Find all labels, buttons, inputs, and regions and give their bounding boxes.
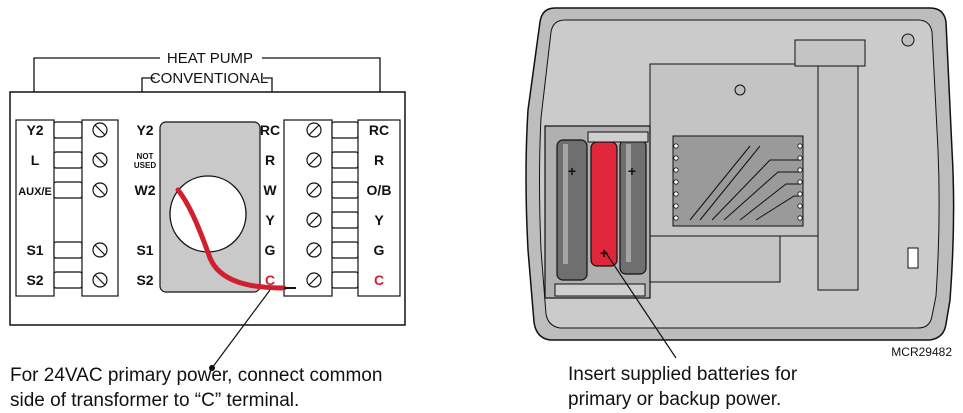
right-screw-strip (283, 119, 333, 297)
lower-panel (649, 235, 781, 283)
common-wire (175, 187, 287, 291)
side-rail (817, 49, 859, 291)
c-terminal-pointer (211, 289, 271, 369)
battery-middle-plus: + (600, 245, 608, 261)
mid-label-s2: S2 (136, 272, 153, 288)
side-latch (907, 247, 919, 269)
terminal-label-y2: Y2 (26, 122, 43, 138)
conv-label-r: R (265, 152, 275, 168)
hp-label-y: Y (374, 212, 384, 228)
battery-pointer (603, 249, 677, 359)
mid-label-s1: S1 (136, 242, 153, 258)
hp-label-o-b: O/B (367, 182, 392, 198)
connector-pins (673, 143, 803, 221)
left-terminal-tabs (53, 121, 83, 289)
battery-left-highlight (563, 144, 568, 264)
battery-diagram: + + + MCR29482 Insert supplied batteries… (525, 7, 955, 410)
hp-label-rc: RC (369, 122, 389, 138)
left-screw-strip (81, 119, 119, 297)
terminal-label-s1: S1 (26, 242, 43, 258)
battery-right (619, 139, 647, 275)
conv-label-w: W (263, 182, 277, 198)
terminal-label-l: L (31, 152, 40, 168)
connector-traces (689, 145, 800, 221)
terminal-label-aux-e: AUX/E (18, 186, 52, 198)
mounting-hole (734, 84, 746, 96)
conv-label-rc: RC (260, 122, 280, 138)
corner-screw (901, 33, 915, 47)
right-screws (306, 122, 322, 288)
not-used-label-2: USED (134, 161, 156, 170)
conv-label-g: G (265, 242, 276, 258)
wire-hole (169, 175, 247, 253)
battery-clips (554, 131, 649, 297)
connector-board (672, 135, 804, 227)
right-terminal-tabs (331, 121, 359, 289)
heat-pump-bracket (33, 57, 381, 104)
wiring-caption-line2: side of transformer to “C” terminal. (10, 390, 299, 411)
battery-left-plus: + (568, 163, 576, 179)
mid-label-y2: Y2 (136, 122, 153, 138)
figure-code: MCR29482 (891, 345, 952, 359)
hp-label-r: R (374, 152, 384, 168)
hp-label-g: G (374, 242, 385, 258)
battery-right-plus: + (628, 163, 636, 179)
conv-label-c: C (265, 272, 275, 288)
mid-label-w2: W2 (135, 182, 156, 198)
pointer-dot (209, 365, 215, 371)
battery-right-highlight (626, 144, 631, 262)
right-label-strip (357, 119, 401, 297)
battery-caption-line1: Insert supplied batteries for (568, 364, 798, 385)
terminal-label-s2: S2 (26, 272, 43, 288)
battery-left (556, 139, 588, 281)
conv-label-y: Y (265, 212, 275, 228)
battery-caption-line2: primary or backup power. (568, 389, 781, 410)
not-used-label-1: NOT (137, 152, 154, 161)
wiring-diagram: HEAT PUMP CONVENTIONAL Y2 L AUX/E S1 S2 … (9, 50, 406, 411)
wiring-caption-line1: For 24VAC primary power, connect common (10, 365, 382, 386)
top-panel (794, 39, 866, 67)
hp-label-c: C (374, 272, 384, 288)
left-label-strip (15, 119, 55, 297)
heat-pump-header: HEAT PUMP (167, 50, 253, 67)
left-screws (92, 122, 108, 288)
conventional-header: CONVENTIONAL (150, 70, 268, 87)
